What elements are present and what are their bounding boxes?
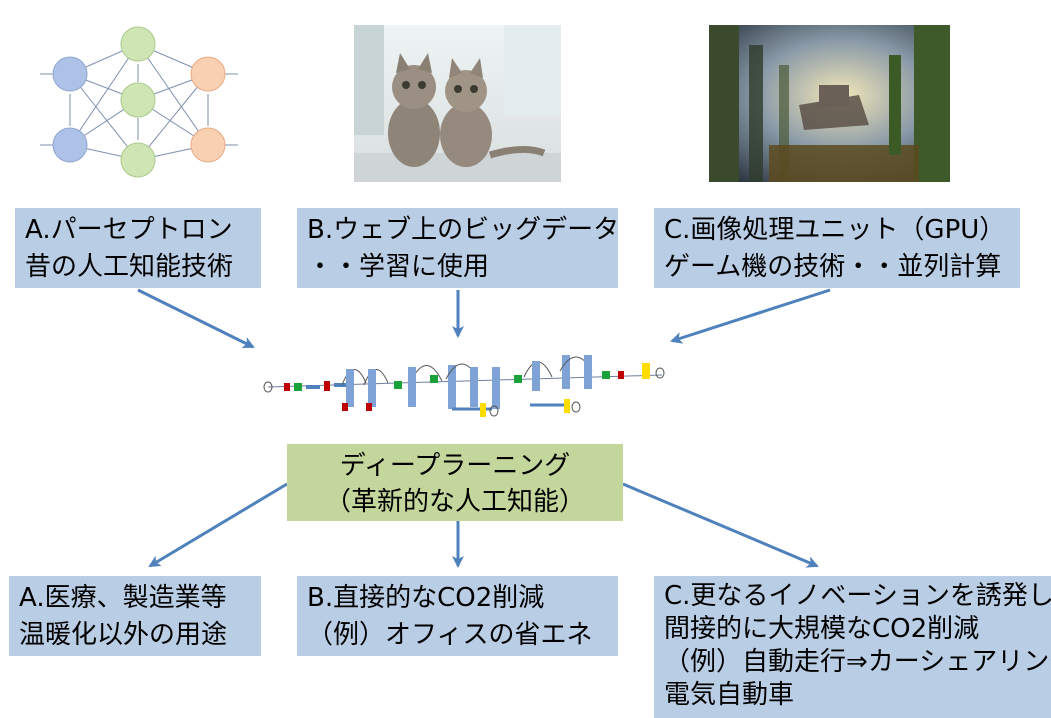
bottom-b-line2: （例）オフィスの省エネ (307, 620, 593, 650)
box-c-innovation: C.更なるイノベーションを誘発し 間接的に大規模なCO2削減 （例）自動走行⇒カ… (654, 576, 1051, 718)
box-b-line2: ・・学習に使用 (307, 252, 490, 282)
deep-learning-title: ディープラーニング (339, 451, 571, 481)
box-c-gpu: C.画像処理ユニット（GPU） ゲーム機の技術・・並列計算 (654, 208, 1020, 288)
bottom-c-line4: 電気自動車 (664, 680, 795, 710)
box-b-big-data: B.ウェブ上のビッグデータ ・・学習に使用 (297, 208, 618, 288)
arrow-a-to-deep-learning (137, 288, 255, 349)
box-a-line2: 昔の人工知能技術 (25, 252, 234, 282)
box-b-direct-co2: B.直接的なCO2削減 （例）オフィスの省エネ (297, 576, 618, 656)
box-c-line1: C.画像処理ユニット（GPU） (664, 215, 1006, 245)
bottom-b-line1: B.直接的なCO2削減 (307, 583, 545, 613)
box-a-line1: A.パーセプトロン (25, 215, 233, 245)
bottom-a-line2: 温暖化以外の用途 (19, 620, 228, 650)
perceptron-network-illustration (40, 26, 238, 178)
box-a-perceptron: A.パーセプトロン 昔の人工知能技術 (15, 208, 261, 288)
bottom-a-line1: A.医療、製造業等 (19, 583, 227, 613)
deep-learning-box: ディープラーニング （革新的な人工知能） (287, 444, 623, 521)
box-a-other-uses: A.医療、製造業等 温暖化以外の用途 (9, 576, 261, 656)
network-chain (263, 355, 665, 417)
bottom-c-line1: C.更なるイノベーションを誘発し (664, 581, 1051, 611)
deep-learning-subtitle: （革新的な人工知能） (324, 487, 585, 517)
box-b-line1: B.ウェブ上のビッグデータ (307, 215, 618, 245)
box-c-line2: ゲーム機の技術・・並列計算 (664, 252, 1002, 282)
arrow-c-to-deep-learning (670, 288, 831, 344)
bottom-c-line2: 間接的に大規模なCO2削減 (664, 614, 980, 644)
arrow-deep-learning-to-c (622, 482, 819, 568)
deep-learning-network-illustration (263, 355, 665, 417)
kittens-photo (354, 25, 561, 182)
arrow-deep-learning-to-a (148, 482, 288, 568)
bottom-c-line3: （例）自動走行⇒カーシェアリング、 (664, 647, 1051, 677)
game-scene-image (709, 25, 950, 182)
